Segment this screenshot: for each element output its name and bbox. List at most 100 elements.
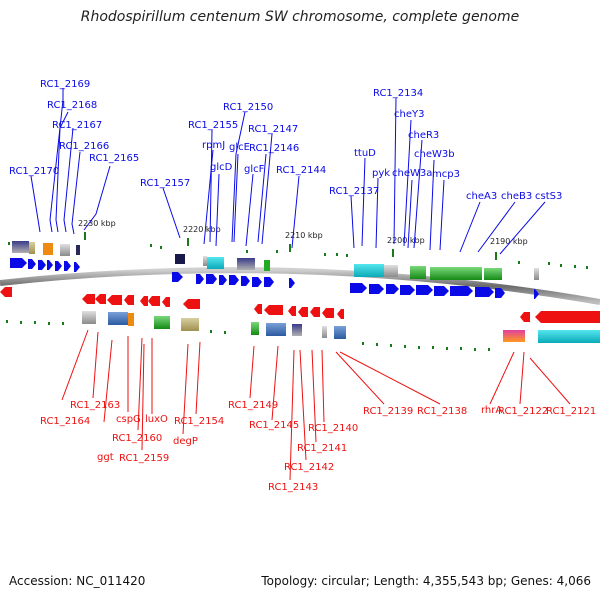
minor-tick <box>376 343 378 346</box>
gene-arrow <box>196 274 204 284</box>
label-connector <box>335 351 385 405</box>
gene-label[interactable]: RC1_2142 <box>284 462 334 473</box>
label-connector <box>61 329 89 401</box>
gene-label[interactable]: RC1_2168 <box>47 100 97 111</box>
gene-label[interactable]: cheW3a <box>392 168 432 179</box>
gene-label[interactable]: RC1_2134 <box>373 88 423 99</box>
gene-label[interactable]: RC1_2149 <box>228 400 278 411</box>
gene-label[interactable]: cstS3 <box>535 191 562 202</box>
feature-block <box>292 324 302 336</box>
minor-tick <box>404 345 406 348</box>
gene-arrow <box>386 284 399 294</box>
label-connector <box>407 179 413 249</box>
gene-label[interactable]: cheW3b <box>414 149 455 160</box>
gene-arrow <box>475 287 494 297</box>
feature-block <box>264 260 270 271</box>
gene-label[interactable]: RC1_2170 <box>9 166 59 177</box>
gene-label[interactable]: RC1_2160 <box>112 433 162 444</box>
gene-label[interactable]: RC1_2137 <box>329 186 379 197</box>
gene-label[interactable]: RC1_2121 <box>546 406 596 417</box>
gene-label[interactable]: RC1_2164 <box>40 416 90 427</box>
minor-tick <box>460 347 462 350</box>
gene-label[interactable]: ttuD <box>354 148 376 159</box>
gene-arrow <box>140 296 148 306</box>
gene-label[interactable]: cheY3 <box>394 109 424 120</box>
gene-label[interactable]: cheR3 <box>408 130 439 141</box>
gene-label[interactable]: RC1_2140 <box>308 423 358 434</box>
gene-label[interactable]: RC1_2154 <box>174 416 224 427</box>
gene-arrow <box>252 277 262 287</box>
gene-label[interactable]: mcp3 <box>432 169 460 180</box>
gene-label[interactable]: RC1_2157 <box>140 178 190 189</box>
label-connector <box>30 175 41 233</box>
gene-label[interactable]: RC1_2166 <box>59 141 109 152</box>
label-connector <box>245 173 254 247</box>
gene-arrow <box>298 307 308 317</box>
scale-ticks: 2230 kbp 2220 kbp 2210 kbp 2200 kbp 2190… <box>78 219 528 246</box>
gene-arrow <box>107 295 122 305</box>
gene-arrow <box>322 308 334 318</box>
tick-label: 2210 kbp <box>285 231 323 240</box>
gene-arrow <box>10 258 27 268</box>
gene-label[interactable]: RC1_2139 <box>363 406 413 417</box>
minor-tick <box>8 242 10 245</box>
gene-label[interactable]: RC1_2146 <box>249 143 299 154</box>
gene-label[interactable]: rpmJ <box>202 140 225 151</box>
feature-block <box>181 318 199 331</box>
gene-arrow <box>219 275 227 285</box>
gene-label[interactable]: cheB3 <box>501 191 532 202</box>
gene-label[interactable]: RC1_2169 <box>40 79 90 90</box>
gene-arrow <box>148 296 160 306</box>
gene-label[interactable]: RC1_2147 <box>248 124 298 135</box>
feature-block <box>175 254 185 264</box>
gene-label[interactable]: glcD <box>210 162 233 173</box>
label-connector <box>231 111 246 243</box>
gene-arrow <box>400 285 415 295</box>
gene-label[interactable]: RC1_2138 <box>417 406 467 417</box>
feature-block <box>430 267 482 280</box>
gene-label[interactable]: RC1_2143 <box>268 482 318 493</box>
feature-block <box>207 257 224 269</box>
gene-arrow <box>416 285 433 295</box>
feature-block <box>60 244 70 256</box>
gene-arrow <box>520 312 530 322</box>
gene-arrow <box>0 287 12 297</box>
gene-label[interactable]: RC1_2163 <box>70 400 120 411</box>
gene-label[interactable]: RC1_2159 <box>119 453 169 464</box>
gene-arrow <box>534 289 539 299</box>
gene-label[interactable]: RC1_2122 <box>498 406 548 417</box>
gene-label[interactable]: luxO <box>145 414 168 425</box>
gene-label[interactable]: glcE <box>229 142 250 153</box>
label-connector <box>291 175 300 249</box>
label-connector <box>339 351 441 405</box>
label-connector <box>393 97 397 245</box>
gene-label[interactable]: cspG <box>116 414 141 425</box>
gene-label[interactable]: RC1_2155 <box>188 120 238 131</box>
gene-label[interactable]: RC1_2167 <box>52 120 102 131</box>
gene-arrow <box>288 306 296 316</box>
label-connector <box>141 343 145 451</box>
minor-tick <box>150 244 152 247</box>
minor-ticks-top <box>8 242 588 269</box>
gene-arrow <box>183 299 200 309</box>
gene-label[interactable]: RC1_2165 <box>89 153 139 164</box>
gene-label[interactable]: cheA3 <box>466 191 497 202</box>
gene-label[interactable]: RC1_2144 <box>276 165 326 176</box>
gene-label[interactable]: pyk <box>372 168 390 179</box>
genome-summary: Topology: circular; Length: 4,355,543 bp… <box>261 574 591 588</box>
tick-label: 2200 kbp <box>387 236 425 245</box>
gene-label[interactable]: RC1_2150 <box>223 102 273 113</box>
gene-arrow <box>264 277 274 287</box>
gene-arrow <box>74 262 80 272</box>
gene-label[interactable]: RC1_2141 <box>297 443 347 454</box>
minor-tick <box>574 265 576 268</box>
gene-label[interactable]: rhrA <box>481 405 502 416</box>
gene-label[interactable]: RC1_2145 <box>249 420 299 431</box>
gene-label[interactable]: degP <box>173 436 198 447</box>
label-connector <box>311 349 317 443</box>
gene-arrow <box>172 272 183 282</box>
label-connector <box>71 151 81 235</box>
gene-label[interactable]: glcF <box>244 164 265 175</box>
gene-arrow <box>264 305 283 315</box>
gene-label[interactable]: ggt <box>97 452 114 463</box>
